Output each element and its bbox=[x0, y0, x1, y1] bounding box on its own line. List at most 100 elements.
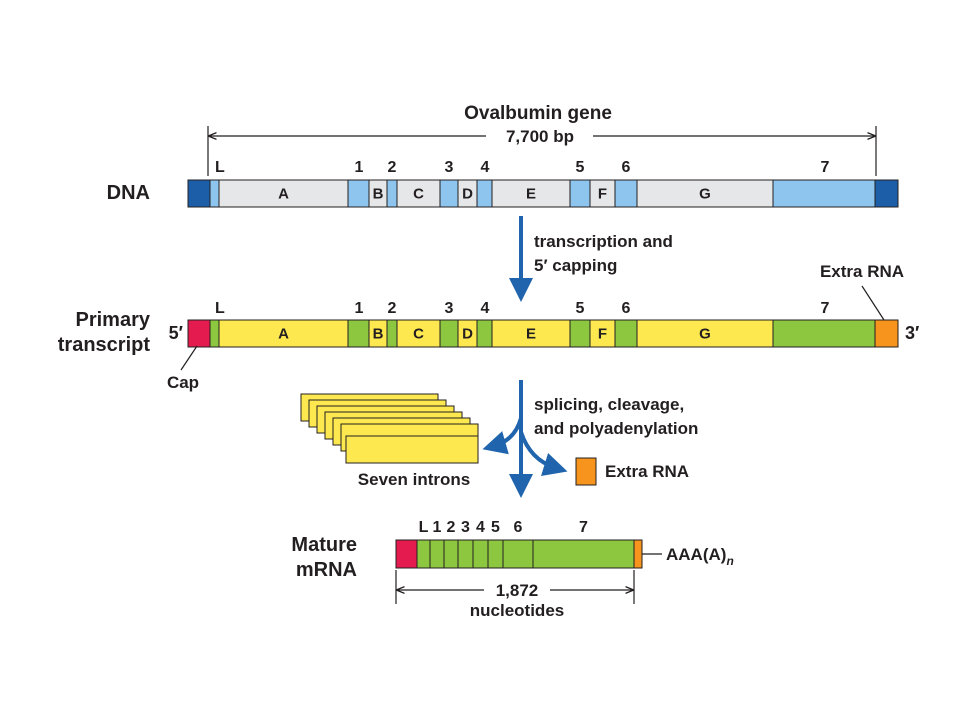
gene-length-dimension: 7,700 bp bbox=[207, 126, 877, 176]
seven-introns-label: Seven introns bbox=[358, 470, 470, 489]
primary-intron-label: D bbox=[462, 326, 473, 343]
extra-rna-label: Extra RNA bbox=[820, 262, 904, 281]
dna-exon-segment bbox=[386, 179, 398, 208]
dna-intron-segment bbox=[589, 179, 616, 208]
dna-exon-segment bbox=[569, 179, 591, 208]
primary-exon-label: 4 bbox=[481, 300, 490, 317]
dna-intron-segment bbox=[396, 179, 441, 208]
dna-exon-label: 2 bbox=[388, 159, 397, 176]
dna-intron-label: D bbox=[462, 186, 473, 203]
dna-exon-segment bbox=[614, 179, 638, 208]
capping-label: 5′ capping bbox=[534, 256, 617, 275]
primary-intron-label: G bbox=[699, 326, 711, 343]
poly-a-label: AAA(A)n bbox=[666, 545, 734, 568]
primary-intron-segment bbox=[491, 319, 571, 348]
mature-exon-label: 1 bbox=[433, 519, 442, 536]
mature-exon-label: 6 bbox=[514, 519, 523, 536]
primary-exon-segment bbox=[772, 319, 876, 348]
dna-exon-segment bbox=[209, 179, 220, 208]
poly-a-subscript: n bbox=[726, 554, 733, 568]
primary-exon-segment bbox=[569, 319, 591, 348]
mature-label-line2: mRNA bbox=[296, 559, 357, 581]
three-prime-label: 3′ bbox=[905, 323, 919, 343]
primary-cap-segment bbox=[187, 319, 211, 348]
primary-transcript-bar: A B C D E F G bbox=[187, 319, 899, 348]
primary-intron-segment bbox=[636, 319, 774, 348]
dna-intron-label: C bbox=[413, 186, 424, 203]
dna-exon-segment bbox=[439, 179, 459, 208]
mature-exon-label: 3 bbox=[461, 519, 470, 536]
dna-exon-label: 7 bbox=[821, 159, 830, 176]
primary-exon-segment bbox=[347, 319, 370, 348]
extra-rna-box bbox=[575, 457, 597, 486]
dna-bar: A B C D E F G bbox=[187, 179, 899, 208]
dna-intron-label: E bbox=[526, 186, 536, 203]
mature-exon-label: L bbox=[419, 519, 429, 536]
gene-length-label: 7,700 bp bbox=[506, 127, 574, 146]
seven-introns-stack bbox=[300, 393, 479, 464]
primary-exon-label: L bbox=[215, 300, 225, 317]
primary-intron-segment bbox=[396, 319, 441, 348]
primary-exon-label: 1 bbox=[355, 300, 364, 317]
primary-exon-segment bbox=[614, 319, 638, 348]
polyadenylation-label: and polyadenylation bbox=[534, 419, 698, 438]
mature-length-value: 1,872 bbox=[496, 581, 539, 600]
dna-flank-segment bbox=[874, 179, 899, 208]
primary-exon-label: 7 bbox=[821, 300, 830, 317]
mature-exon-label: 2 bbox=[447, 519, 456, 536]
five-prime-label: 5′ bbox=[169, 323, 183, 343]
dna-exon-segment bbox=[772, 179, 876, 208]
primary-exon-label: 6 bbox=[622, 300, 631, 317]
poly-a-text: AAA(A) bbox=[666, 545, 726, 564]
mature-length-dimension bbox=[395, 570, 635, 604]
dna-intron-label: F bbox=[598, 186, 607, 203]
dna-intron-segment bbox=[636, 179, 774, 208]
dna-row-label: DNA bbox=[107, 182, 150, 204]
mature-label-line1: Mature bbox=[291, 534, 357, 556]
mature-exon-label: 5 bbox=[491, 519, 500, 536]
primary-exon-segment bbox=[439, 319, 459, 348]
dna-intron-segment bbox=[218, 179, 349, 208]
mature-mrna-bar bbox=[395, 539, 643, 569]
extra-rna-removed-label: Extra RNA bbox=[605, 462, 689, 481]
mature-length-unit: nucleotides bbox=[470, 601, 564, 620]
primary-intron-segment bbox=[589, 319, 616, 348]
dna-exon-segment bbox=[347, 179, 370, 208]
primary-intron-label: F bbox=[598, 326, 607, 343]
dna-exon-label: 5 bbox=[576, 159, 585, 176]
dna-flank-segment bbox=[187, 179, 211, 208]
mature-exon-label: 7 bbox=[579, 519, 588, 536]
splicing-label: splicing, cleavage, bbox=[534, 395, 684, 414]
dna-intron-label: B bbox=[373, 186, 384, 203]
primary-exon-label: 5 bbox=[576, 300, 585, 317]
dna-intron-label: A bbox=[278, 186, 289, 203]
primary-intron-label: C bbox=[413, 326, 424, 343]
cap-label: Cap bbox=[167, 373, 199, 392]
extra-rna-pointer bbox=[861, 285, 885, 321]
primary-intron-label: B bbox=[373, 326, 384, 343]
dna-exon-label: 1 bbox=[355, 159, 364, 176]
primary-extra-segment bbox=[874, 319, 899, 348]
primary-exon-segment bbox=[476, 319, 493, 348]
primary-label-line1: Primary bbox=[76, 309, 151, 331]
dna-exon-label: L bbox=[215, 159, 225, 176]
dna-exon-label: 4 bbox=[481, 159, 490, 176]
primary-label-line2: transcript bbox=[58, 334, 151, 356]
cap-pointer bbox=[180, 345, 198, 371]
primary-exon-segment bbox=[386, 319, 398, 348]
dna-exon-label: 6 bbox=[622, 159, 631, 176]
gene-title: Ovalbumin gene bbox=[464, 103, 612, 124]
primary-intron-label: E bbox=[526, 326, 536, 343]
primary-intron-label: A bbox=[278, 326, 289, 343]
splicing-arrows bbox=[482, 380, 568, 498]
mature-exon-label: 4 bbox=[476, 519, 485, 536]
primary-intron-segment bbox=[218, 319, 349, 348]
primary-exon-segment bbox=[209, 319, 220, 348]
dna-intron-segment bbox=[491, 179, 571, 208]
dna-intron-label: G bbox=[699, 186, 711, 203]
primary-exon-label: 2 bbox=[388, 300, 397, 317]
